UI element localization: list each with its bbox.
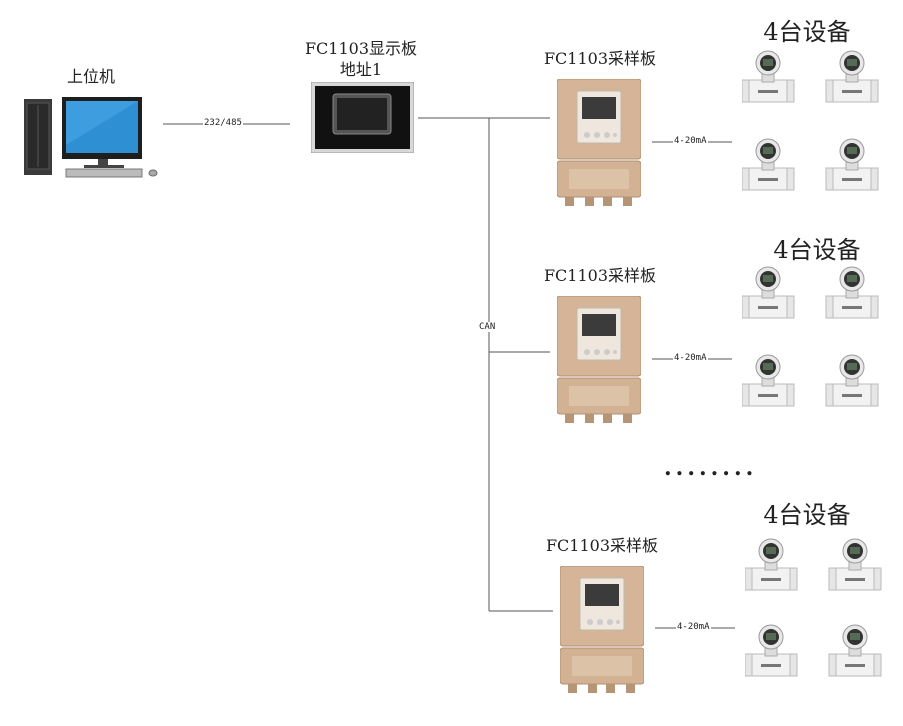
group-3-label: 4台设备 [763, 501, 851, 529]
flowmeter-icon [825, 138, 879, 191]
sampler-3-analog-label: 4-20mA [676, 622, 711, 632]
device-group-1 [741, 50, 882, 212]
can-bus-label: CAN [478, 322, 497, 332]
device-group-2 [741, 266, 882, 428]
flowmeter-icon [828, 624, 882, 677]
transmitter-icon [556, 295, 642, 423]
sampler-3-label: FC1103采样板 [545, 536, 659, 555]
sampler-1-analog-label: 4-20mA [673, 136, 708, 146]
display-board-title: FC1103显示板 [304, 39, 418, 58]
display-panel-icon [310, 81, 415, 154]
transmitter-icon [556, 78, 642, 206]
serial-link-label: 232/485 [203, 118, 243, 128]
sampler-2-analog-label: 4-20mA [673, 353, 708, 363]
transmitter-icon [559, 565, 645, 693]
flowmeter-icon [741, 354, 795, 407]
device-group-3 [744, 538, 885, 700]
pc-label: 上位机 [66, 67, 115, 86]
flowmeter-icon [741, 50, 795, 103]
sampler-1-device [556, 78, 642, 209]
sampler-2-label: FC1103采样板 [543, 266, 657, 285]
computer-icon [24, 97, 158, 178]
sampler-2-device [556, 295, 642, 426]
flowmeter-icon [828, 538, 882, 591]
flowmeter-icon [741, 138, 795, 191]
sampler-3-device [559, 565, 645, 696]
display-board-address: 地址1 [339, 60, 383, 79]
flowmeter-icon [744, 538, 798, 591]
flowmeter-icon [741, 266, 795, 319]
group-1-label: 4台设备 [763, 18, 851, 46]
flowmeter-icon [744, 624, 798, 677]
sampler-1-label: FC1103采样板 [543, 49, 657, 68]
display-board-device [310, 81, 415, 154]
flowmeter-icon [825, 50, 879, 103]
flowmeter-icon [825, 354, 879, 407]
group-2-label: 4台设备 [773, 236, 861, 264]
pc-computer [22, 95, 162, 180]
more-groups-ellipsis: ........ [664, 455, 758, 481]
flowmeter-icon [825, 266, 879, 319]
